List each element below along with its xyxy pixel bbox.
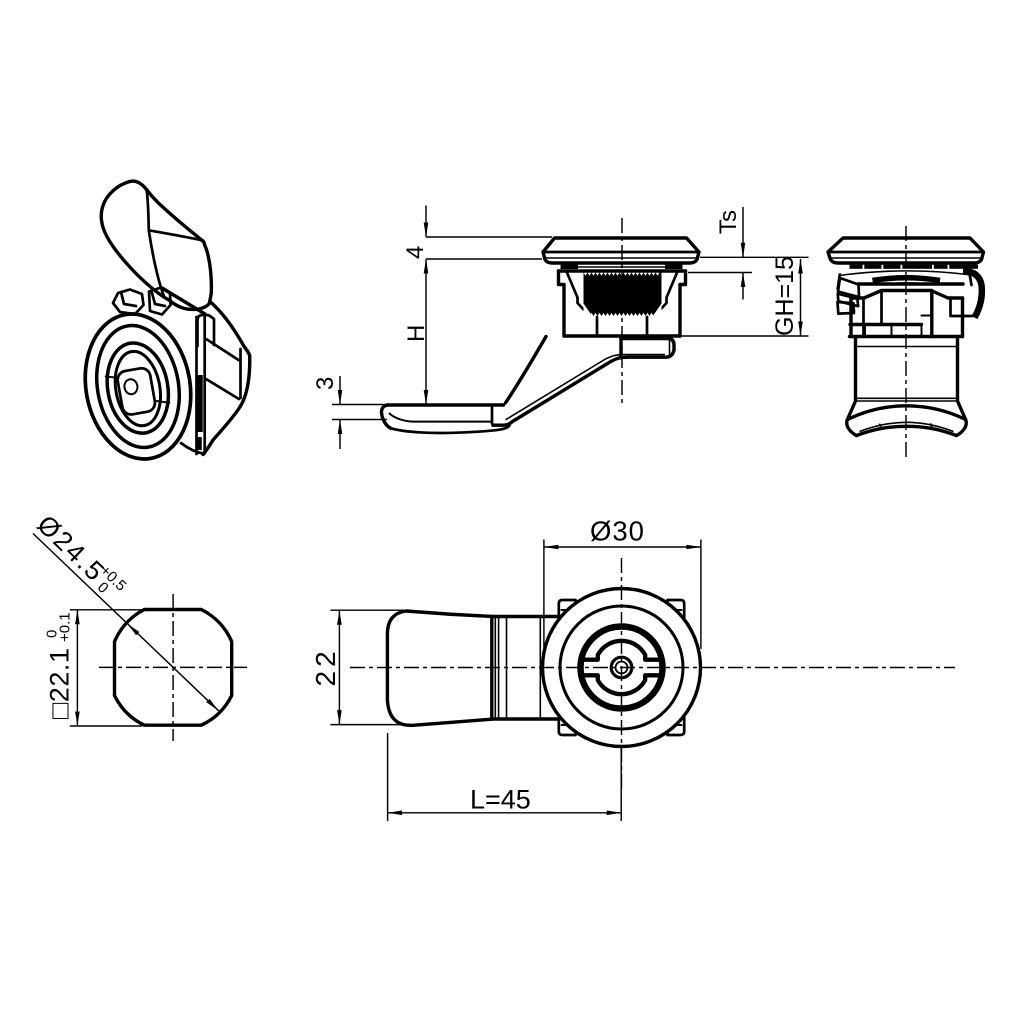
svg-text:4: 4 (402, 246, 429, 259)
svg-text:+0.1: +0.1 (57, 612, 74, 642)
svg-text:H: H (403, 325, 430, 342)
svg-text:22: 22 (310, 647, 341, 686)
svg-text:L=45: L=45 (470, 785, 531, 815)
svg-text:Ø30: Ø30 (590, 516, 645, 547)
svg-text:Ts: Ts (715, 210, 742, 234)
svg-text:GH=15: GH=15 (771, 256, 799, 336)
svg-text:□22.1: □22.1 (45, 648, 75, 719)
svg-text:3: 3 (312, 377, 339, 390)
svg-text:0: 0 (44, 630, 61, 638)
